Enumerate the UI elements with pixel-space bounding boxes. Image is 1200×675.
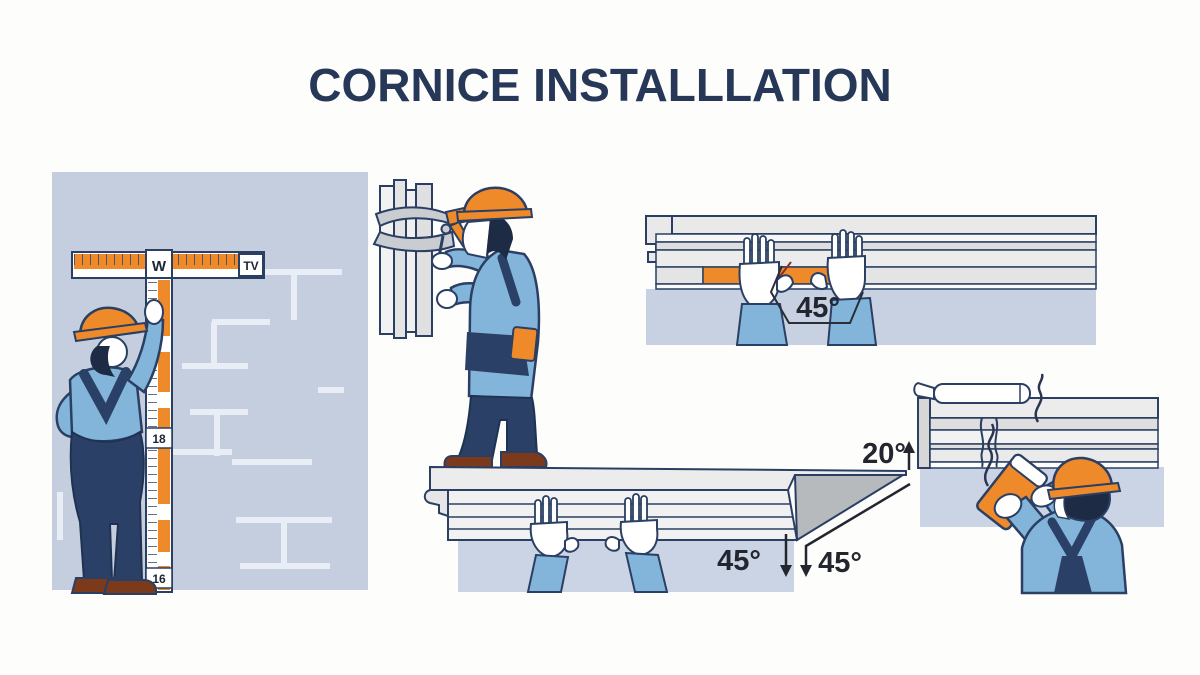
angle-leader-line (769, 265, 864, 324)
moulding-strip (379, 179, 433, 339)
scene-wall-moulding (372, 179, 548, 469)
miter-cut-face (793, 474, 907, 542)
worker-hand (436, 289, 458, 309)
tool-pouch (509, 326, 539, 362)
adhesive-squiggle (1034, 373, 1044, 423)
wall-band (458, 540, 794, 592)
sleeve (526, 553, 570, 593)
scene-cornice-mounting: 45° 45° 20° (423, 438, 915, 593)
down-arrow-icon (780, 534, 792, 577)
worker-hair (90, 346, 115, 377)
worker-left-arm (126, 316, 165, 394)
worker-shoe (102, 579, 157, 595)
sleeve (624, 551, 669, 593)
ruler-end-label: TV (243, 259, 258, 273)
cornice-moulding (645, 215, 1097, 290)
ruler-mark-bottom: 16 (152, 572, 166, 586)
hard-hat-brim (72, 321, 149, 343)
adhesive-squiggle (983, 423, 995, 487)
joint-gap-line (979, 417, 985, 468)
angle-label-45: 45° (796, 292, 840, 324)
overall-straps (79, 367, 131, 425)
pressing-hand-left (735, 233, 795, 346)
worker-hand (144, 299, 164, 325)
slope-label-20: 20° (862, 438, 906, 470)
sleeve (735, 303, 789, 346)
worker-head (461, 218, 493, 260)
cornice-section (917, 397, 1159, 469)
sleeve (826, 296, 878, 346)
worker-shoe (500, 451, 548, 468)
up-arrow-icon (903, 441, 915, 470)
page-title: CORNICE INSTALLLATION (308, 59, 892, 111)
scene-miter-fit: 45° (645, 215, 1097, 346)
scene-gluing (913, 373, 1164, 595)
pressing-hand-right (809, 229, 878, 346)
tape-measure-horizontal: W TV (71, 249, 265, 281)
worker-hand (431, 252, 453, 270)
angle-label-45-right: 45° (818, 547, 862, 579)
worker-measuring (55, 299, 165, 595)
worker-hair (486, 214, 513, 260)
cornice-end-profile (423, 489, 449, 518)
overall-strap (497, 253, 521, 307)
adhesive-cartridge-on-top (913, 381, 1031, 404)
joint-gap-line (994, 417, 999, 468)
worker-hand (993, 493, 1023, 519)
hard-hat-brim (455, 207, 534, 223)
ruler-mark-mid: 18 (152, 432, 166, 446)
supporting-hand-left (526, 495, 580, 593)
scene-measuring-wall: W TV 18 16 (52, 172, 368, 595)
bent-down-arrow-icon (800, 482, 911, 577)
ruler-center-label: W (152, 258, 167, 275)
worker-gluing (993, 456, 1128, 595)
worker-on-ledge (431, 186, 548, 469)
overall-back (1054, 556, 1092, 593)
worker-overalls (69, 430, 145, 583)
worker-trousers (457, 394, 539, 462)
angle-label-45-left: 45° (717, 545, 761, 577)
hard-hat-brim (1046, 481, 1122, 501)
supporting-hand-right (604, 493, 669, 593)
